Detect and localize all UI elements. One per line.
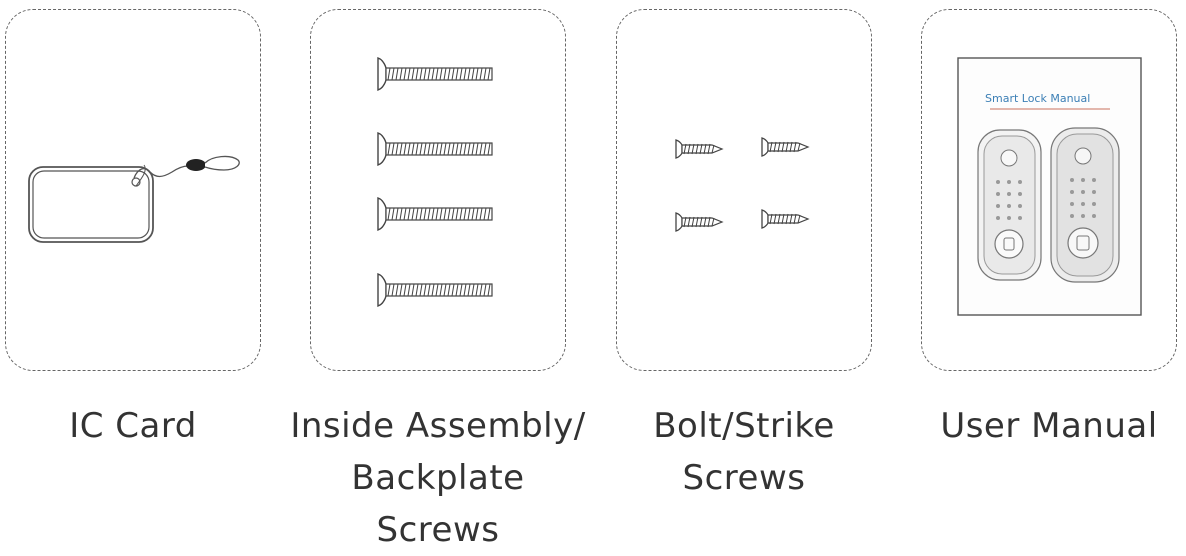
caption-ic-card: IC Card <box>5 400 261 452</box>
ic-card-panel <box>5 9 261 371</box>
inside-assembly-screws-icon <box>377 57 493 307</box>
user-manual-icon: Smart Lock Manual <box>957 57 1142 316</box>
caption-line: Inside Assembly/ <box>290 406 586 446</box>
manual-cover-title: Smart Lock Manual <box>985 92 1090 105</box>
user-manual-panel <box>921 9 1177 371</box>
bolt-strike-screws-icon <box>675 137 809 232</box>
ic-card-icon <box>28 155 240 243</box>
bolt-screws-panel <box>616 9 872 371</box>
inside-screws-panel <box>310 9 566 371</box>
caption-line: Backplate Screws <box>351 458 525 550</box>
caption-line: IC Card <box>69 406 197 446</box>
caption-user-manual: User Manual <box>911 400 1186 452</box>
caption-line: Bolt/Strike <box>653 406 835 446</box>
caption-line: Screws <box>682 458 806 498</box>
caption-bolt-screws: Bolt/Strike Screws <box>616 400 872 504</box>
illustrations: Smart Lock Manual <box>28 57 1142 316</box>
caption-line: User Manual <box>940 406 1158 446</box>
caption-inside-screws: Inside Assembly/ Backplate Screws <box>285 400 591 556</box>
